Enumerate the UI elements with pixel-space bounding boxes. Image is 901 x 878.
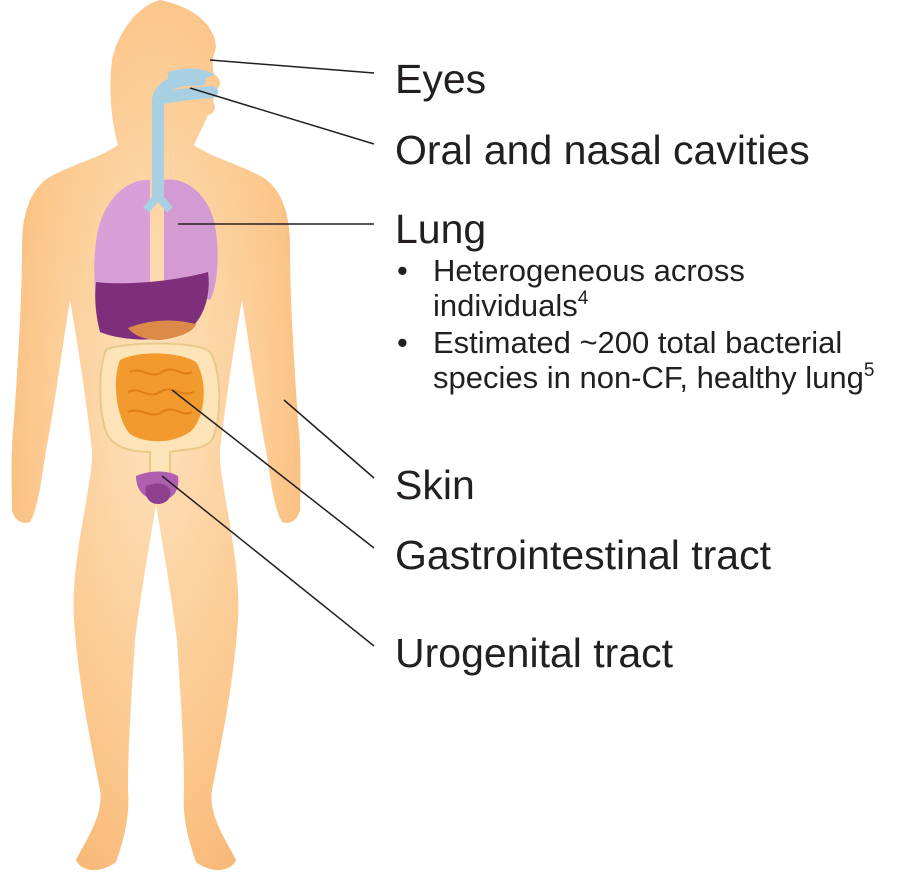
reference-number: 4 bbox=[578, 288, 589, 309]
label-lung: Lung bbox=[395, 209, 486, 250]
leader-oral-nasal bbox=[190, 88, 374, 144]
lung-note-2: • Estimated ~200 total bacterial species… bbox=[395, 325, 901, 395]
lung-note-text: Estimated ~200 total bacterial species i… bbox=[433, 325, 901, 395]
label-urogenital: Urogenital tract bbox=[395, 633, 673, 674]
lung-note-1: • Heterogeneous across individuals4 bbox=[395, 253, 901, 323]
bullet-marker: • bbox=[397, 325, 408, 360]
leader-eyes bbox=[210, 60, 374, 73]
small-intestine bbox=[116, 353, 204, 441]
label-gi: Gastrointestinal tract bbox=[395, 535, 771, 576]
label-eyes: Eyes bbox=[395, 59, 486, 100]
lung-note-text: Heterogeneous across individuals4 bbox=[433, 253, 843, 323]
bullet-marker: • bbox=[397, 253, 408, 288]
lung-notes: • Heterogeneous across individuals4 • Es… bbox=[395, 253, 901, 397]
label-skin: Skin bbox=[395, 465, 475, 506]
reference-number: 5 bbox=[864, 360, 875, 381]
label-oral-nasal: Oral and nasal cavities bbox=[395, 130, 810, 171]
